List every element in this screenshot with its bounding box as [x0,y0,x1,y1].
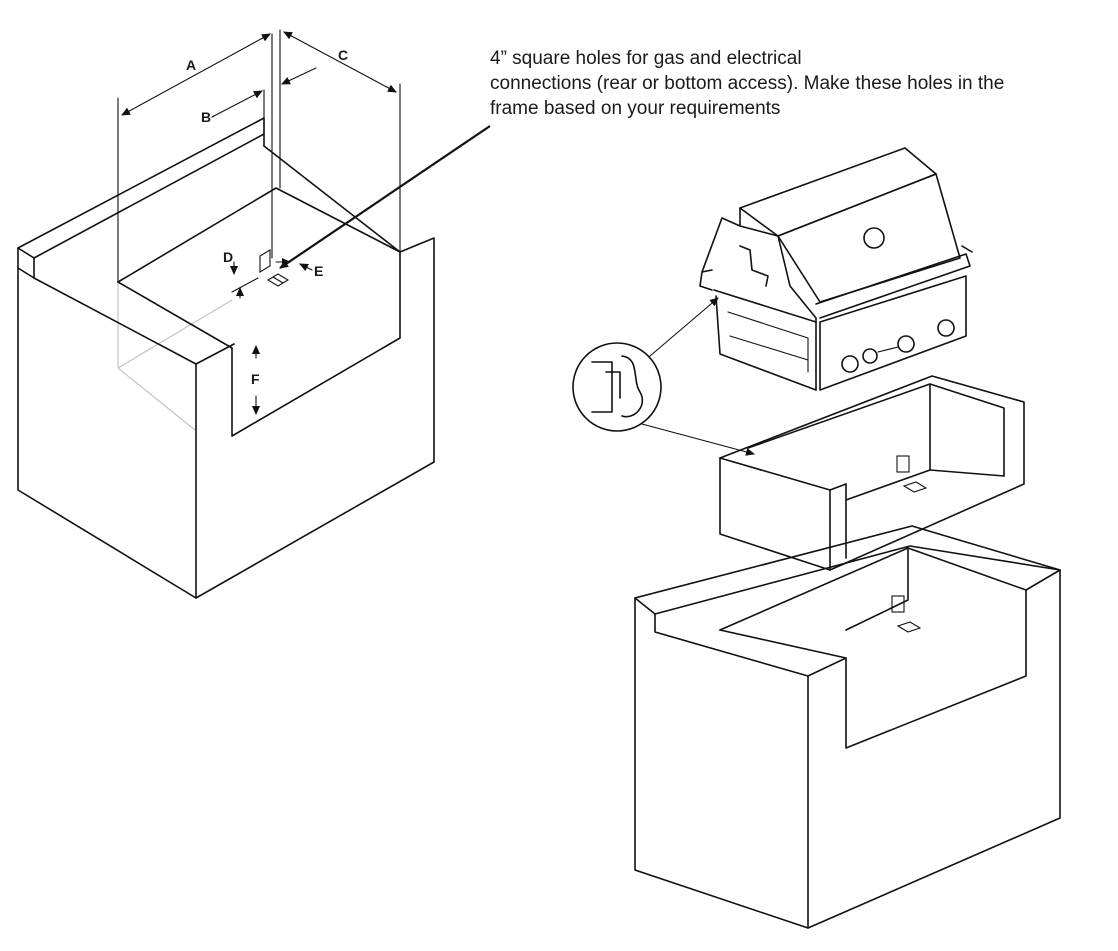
cutout-front-left [117,281,233,349]
callout-line-3: frame based on your requirements [490,98,780,119]
jacket-inner-rim [747,383,1005,477]
hidden-edge [117,299,233,369]
detail-lip [605,371,621,399]
label-e: E [314,263,323,279]
jacket-front-top [719,457,847,491]
grill-firebox-inner [727,311,809,373]
control-knob-icon [937,319,955,337]
detail-leader-insert [641,423,755,456]
dimension-line-c [283,31,397,93]
grill-control-panel [819,275,967,391]
detail-circle [572,342,662,432]
callout-line-2: connections (rear or bottom access). Mak… [490,73,1004,94]
island-base [634,525,1061,929]
detail-leader-grill [649,297,719,357]
deck-right-edge [263,145,435,463]
jacket-outline [719,375,1025,571]
island-rail [634,545,1061,615]
dimension-line-d-ref [231,277,259,293]
label-a: A [186,57,196,73]
callout-line-1: 4” square holes for gas and electrical [490,48,802,69]
detail-bracket [591,361,613,413]
jacket-floor-edge [845,469,931,501]
grill-side-profile [701,217,817,391]
grill-side-notch [739,245,769,287]
left-enclosure: A B C D E F [17,29,435,599]
bottom-hole [266,273,290,287]
grill-firebox-rail [729,335,809,361]
grill-lower-edge [713,289,817,323]
rear-hole [259,249,271,273]
island-front-corner [654,613,809,929]
grill-handle [815,253,971,319]
bottom-hole [896,621,922,633]
callout-leader [279,125,491,269]
grill-lid-front [777,173,961,303]
grill-handle-end [961,245,973,253]
insulated-jacket [719,375,1025,571]
cutout-front-face [231,251,401,437]
grill-head [699,147,973,391]
island-cutout-front [807,569,1061,749]
label-d: D [223,249,233,265]
control-bar [877,346,899,353]
grill-firebox [715,295,817,391]
detail-view [572,297,755,456]
enclosure-base [17,267,435,599]
dimension-line-a [121,33,271,116]
dimension-line-c-tick [281,67,317,85]
cutout-back-edges [117,187,401,283]
bottom-hole-line [272,276,284,284]
control-knob-icon [897,335,915,353]
rear-hole [891,595,905,613]
callout: 4” square holes for gas and electrical c… [279,48,1004,269]
label-c: C [338,47,348,63]
dimension-line-b [211,90,263,118]
back-rail-end [17,247,35,279]
rear-hole [896,455,910,473]
grill-lid-top [739,147,937,237]
island-cutout-left [719,629,847,659]
back-rail-top [17,117,265,259]
grill-side-handle [699,269,713,291]
thermometer-icon [863,227,885,249]
detail-profile [621,355,644,418]
control-knob-icon [862,348,878,364]
label-f: F [251,371,260,387]
label-b: B [201,109,211,125]
jacket-inner-back [929,383,1005,477]
bottom-hole [902,481,928,493]
dimension-line-e [299,263,313,272]
control-knob-icon [841,355,859,373]
island-cutout-inner [845,547,909,631]
island-outline [634,525,1061,929]
